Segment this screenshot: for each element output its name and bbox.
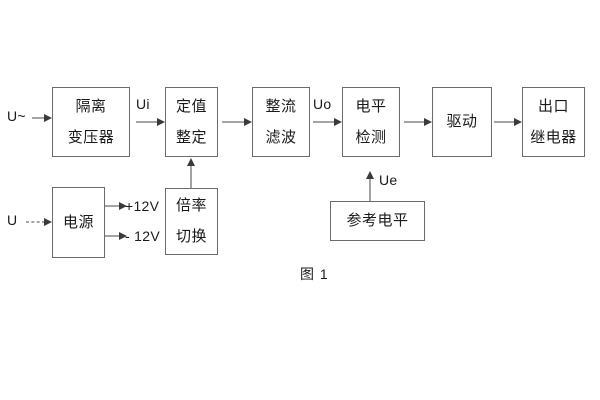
block-setting-value: 定值 整定: [165, 87, 218, 157]
block-line: 倍率: [175, 197, 207, 215]
block-isolation-transformer: 隔离 变压器: [52, 87, 130, 157]
block-level-detection: 电平 检测: [342, 87, 400, 157]
connector-input-to-isolation: [32, 112, 52, 124]
connector-power-to-negative-rail: [105, 230, 127, 242]
block-line: 定值: [175, 97, 207, 115]
block-rectify-filter: 整流 滤波: [252, 87, 310, 157]
figure-caption: 图 1: [300, 266, 329, 282]
block-line: 驱动: [446, 113, 478, 131]
block-line: 电平: [355, 97, 387, 115]
connector-multiplier-to-setting: [185, 158, 197, 188]
connector-input-to-power-supply: [26, 216, 52, 228]
block-line: 电源: [62, 213, 94, 231]
block-line: 出口: [537, 97, 569, 115]
rail-label-negative: - 12V: [125, 228, 160, 244]
block-line: 整定: [175, 128, 207, 146]
connector-reference-to-level: [364, 171, 376, 201]
block-line: 切换: [175, 228, 207, 245]
connector-level-to-drive: [404, 116, 432, 128]
connector-drive-to-relay: [494, 116, 522, 128]
signal-label-input-ac: U~: [7, 108, 26, 124]
block-line: 隔离: [75, 97, 107, 115]
block-line: 整流: [265, 97, 297, 115]
connector-rectify-to-level: [313, 116, 342, 128]
block-line: 参考电平: [346, 212, 409, 230]
block-line: 变压器: [67, 128, 115, 146]
block-drive: 驱动: [432, 87, 492, 157]
connector-power-to-positive-rail: [105, 200, 127, 212]
connector-isolation-to-setting: [136, 116, 165, 128]
signal-label-ui: Ui: [136, 96, 150, 112]
signal-label-ue: Ue: [379, 172, 398, 188]
block-reference-level: 参考电平: [330, 201, 425, 241]
rail-label-positive: +12V: [125, 198, 160, 214]
connector-setting-to-rectify: [222, 116, 252, 128]
block-output-relay: 出口 继电器: [522, 87, 585, 157]
block-multiplier-switch: 倍率 切换: [165, 188, 218, 255]
block-line: 检测: [355, 128, 387, 146]
block-line: 滤波: [265, 128, 297, 146]
block-power-supply: 电源: [52, 187, 105, 258]
signal-label-input-power: U: [7, 212, 18, 228]
block-line: 继电器: [530, 128, 577, 146]
signal-label-uo: Uo: [313, 96, 332, 112]
